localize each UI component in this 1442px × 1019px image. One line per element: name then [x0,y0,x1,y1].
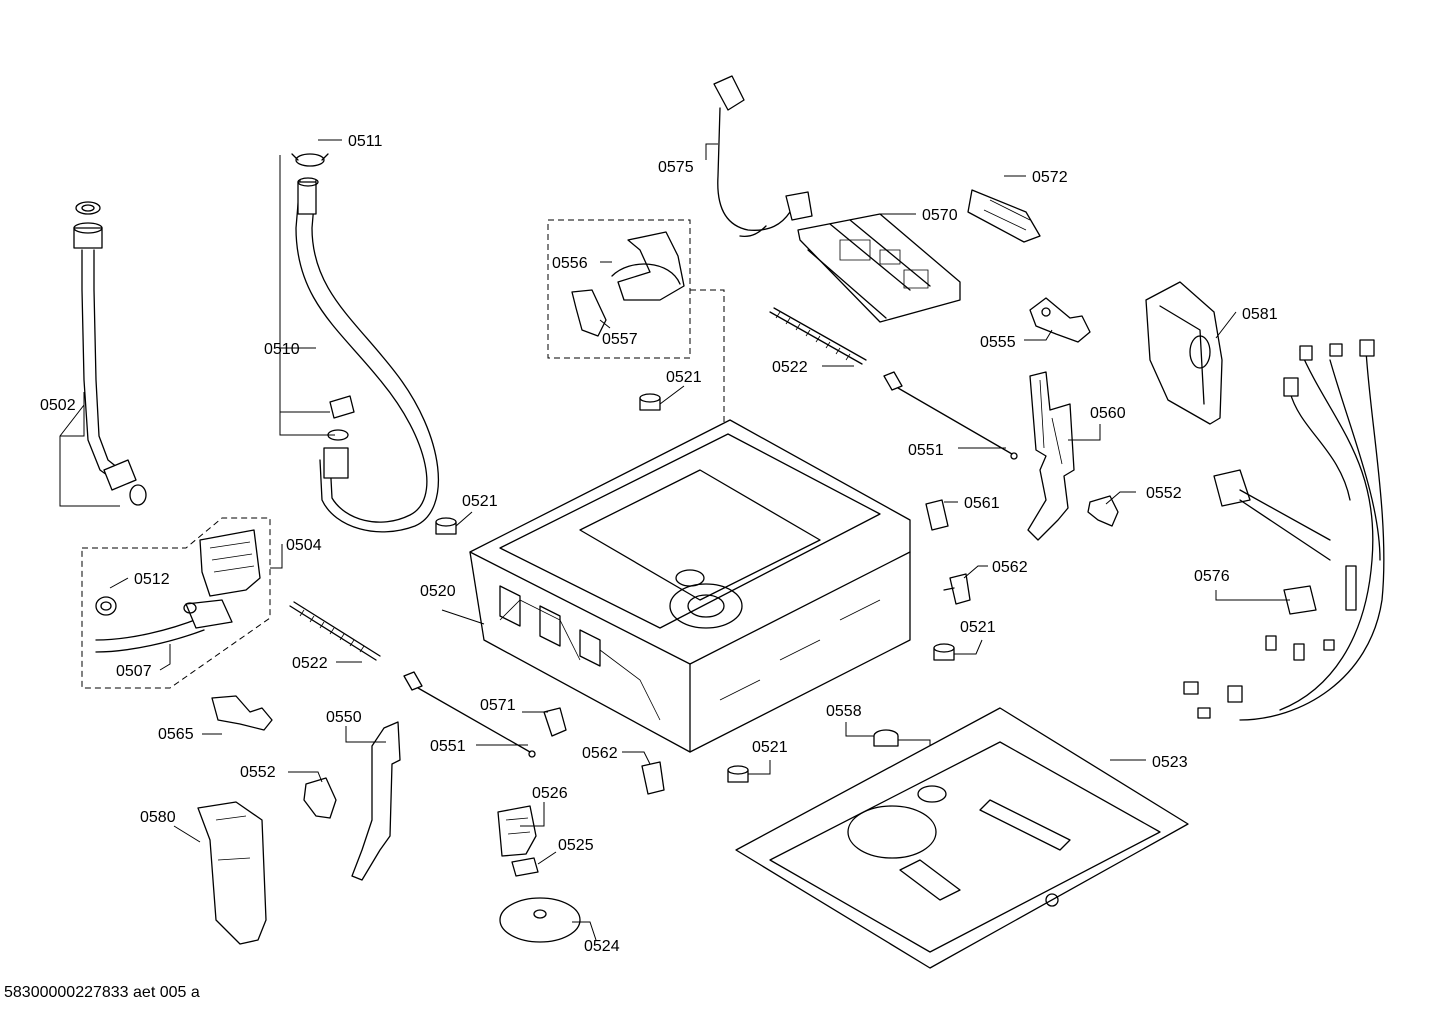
callout-0561: 0561 [964,495,1000,512]
part-0562-holder-right [943,573,971,605]
part-0521-foot-a [639,393,661,411]
group-0556-boundary [547,219,691,359]
part-0561-holder [925,499,949,531]
callout-0565: 0565 [158,726,194,743]
part-0551-rod-right [883,371,1018,460]
callout-0523: 0523 [1152,754,1188,771]
part-0521-foot-c [933,643,955,661]
callout-0521-b: 0521 [462,493,498,510]
callout-0511: 0511 [348,133,383,150]
part-0520-base-tub [469,419,911,753]
callout-0521-c: 0521 [960,619,996,636]
part-0510-drain-hose [295,177,440,533]
part-0565-clip [211,695,273,731]
callout-0520: 0520 [420,583,456,600]
callout-0572: 0572 [1032,169,1068,186]
callout-0551-b: 0551 [430,738,466,755]
callout-0562-b: 0562 [582,745,618,762]
part-0522-spring-top [769,307,867,365]
part-0523-base-plate [735,707,1189,969]
part-0556-filter-clip [611,231,685,301]
part-0552-left [303,777,337,819]
part-0575-power-cord [713,75,813,238]
part-0571-clip [543,707,567,737]
callout-0571: 0571 [480,697,516,714]
part-0521-foot-d [727,765,749,783]
callout-0557: 0557 [602,331,638,348]
part-0552-right [1087,495,1119,527]
callout-0507: 0507 [116,663,152,680]
callout-0512: 0512 [134,571,170,588]
callout-0580: 0580 [140,809,176,826]
part-0560-hinge [1027,371,1075,541]
callout-0581: 0581 [1242,306,1278,323]
part-0562-holder-left [641,761,665,795]
part-0521-foot-b [435,517,457,535]
callout-0552-a: 0552 [1146,485,1182,502]
callout-0575: 0575 [658,159,694,176]
callout-0524: 0524 [584,938,620,955]
group-0504-boundary [81,517,271,689]
part-0526-bracket [497,805,537,857]
part-0511-hose-clamp [291,153,329,167]
part-0572-rail [967,189,1041,243]
part-0512-clamp [95,596,117,616]
callout-0551-a: 0551 [908,442,944,459]
callout-0576: 0576 [1194,568,1230,585]
callout-0550: 0550 [326,709,362,726]
part-0558-float [873,729,899,747]
part-0507-hose [95,599,233,653]
callout-0558: 0558 [826,703,862,720]
part-0525-sensor [511,857,539,877]
part-0551-rod-left [403,671,536,758]
part-0557-clip [571,289,607,337]
callout-0560: 0560 [1090,405,1126,422]
callout-0552-b: 0552 [240,764,276,781]
callout-0555: 0555 [980,334,1016,351]
callout-0521-d: 0521 [752,739,788,756]
part-0522-spring-bottom [289,601,381,661]
callout-0525: 0525 [558,837,594,854]
part-0555-hinge-part [1029,297,1091,343]
part-0581-side-cover [1145,281,1223,425]
part-0502-inlet-hose [73,201,147,506]
callout-0521-a: 0521 [666,369,702,386]
callout-0562-a: 0562 [992,559,1028,576]
callout-0522-b: 0522 [292,655,328,672]
callout-0556: 0556 [552,255,588,272]
callout-0502: 0502 [40,397,76,414]
document-id-footer: 58300000227833 aet 005 a [4,984,200,1001]
part-0524-disc [499,897,581,943]
callout-0504: 0504 [286,537,322,554]
part-0576-wiring-harness [1183,339,1385,721]
part-0504-bracket [199,529,261,597]
callout-0570: 0570 [922,207,958,224]
part-0550-hinge-left [351,721,401,881]
part-0570-control-module [797,213,961,323]
callout-0526: 0526 [532,785,568,802]
part-0580-cover-left [197,801,267,945]
callout-0510: 0510 [264,341,300,358]
callout-0522-a: 0522 [772,359,808,376]
